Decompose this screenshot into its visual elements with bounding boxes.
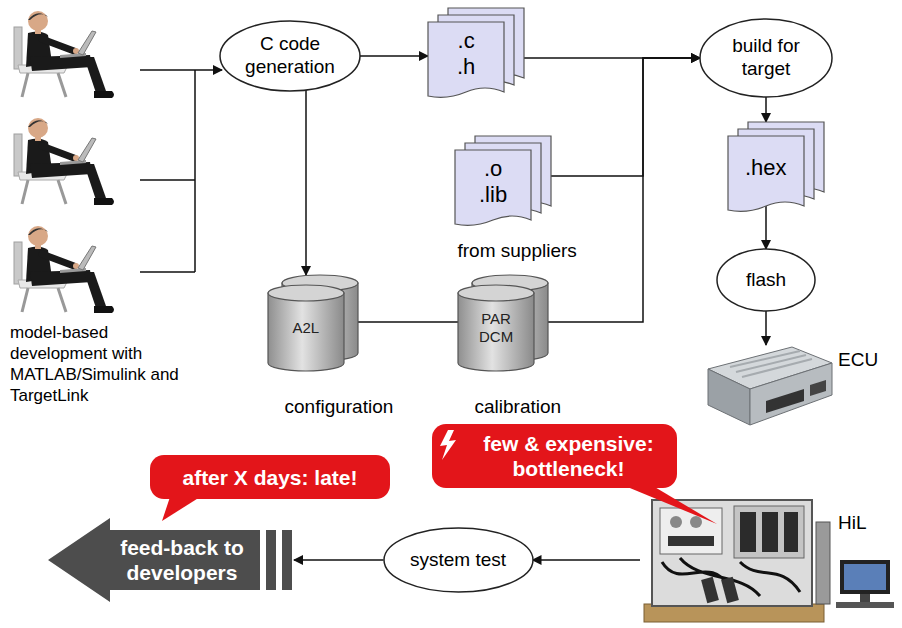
- process-ellipse: system test: [383, 527, 534, 593]
- callout-text: few & expensive: bottleneck!: [466, 431, 671, 481]
- file-stack: .c .h: [428, 8, 524, 100]
- drawing-part: [784, 512, 798, 552]
- drawing-part: [660, 508, 722, 554]
- store-caption: from suppliers: [458, 240, 577, 263]
- node-text: .c .h: [457, 28, 475, 81]
- drawing-part: [670, 516, 682, 528]
- drawing-part: [432, 424, 677, 488]
- developer-figure: [14, 226, 114, 313]
- ecu-unit: ECU: [700, 345, 882, 431]
- feedback-arrow-outline: [48, 518, 294, 602]
- node-text: flash: [721, 269, 811, 292]
- database-cylinder: A2Lconfiguration: [268, 275, 358, 371]
- input-wire: [140, 70, 195, 272]
- drawing-part: [48, 518, 260, 602]
- drawing-part: [268, 293, 344, 371]
- drawing-part: [766, 389, 804, 413]
- node-text: PAR DCM: [479, 310, 513, 346]
- drawing-part: [734, 506, 804, 558]
- drawing-part: [840, 560, 890, 594]
- drawing-part: [740, 512, 756, 552]
- node-text: A2L: [293, 319, 320, 337]
- store-caption: configuration: [285, 396, 394, 419]
- drawing-part: [721, 577, 739, 603]
- file-stack: .hex: [728, 122, 824, 214]
- drawing-part: [162, 497, 200, 521]
- drawing-part: [717, 249, 815, 311]
- flow-connector: [360, 55, 428, 57]
- drawing-part: [268, 285, 344, 301]
- file-stack: .o .libfrom suppliers: [455, 136, 551, 228]
- process-ellipse: build for target: [699, 18, 833, 98]
- hil-rig-outline: [640, 492, 898, 624]
- developer-figure: [14, 11, 114, 98]
- node-text: .hex: [745, 155, 787, 181]
- flow-connector: [358, 321, 458, 323]
- drawing-part: [762, 512, 778, 552]
- callout-bubble: few & expensive: bottleneck!: [432, 424, 677, 488]
- flow-connector: [305, 90, 307, 275]
- flow-connector: [765, 97, 767, 122]
- drawing-part: [836, 602, 894, 608]
- drawing-part: [816, 522, 830, 604]
- callout-text: after X days: late!: [155, 465, 385, 490]
- drawing-part: [844, 564, 886, 590]
- drawing-part: [810, 380, 826, 396]
- callout-bubble: after X days: late!: [150, 455, 390, 499]
- drawing-part: [384, 528, 533, 592]
- drawing-part: [440, 430, 456, 460]
- drawing-part: [282, 530, 292, 590]
- database-cylinder: PAR DCMcalibration: [458, 275, 548, 371]
- drawing-part: [701, 577, 719, 603]
- drawing-part: [428, 22, 504, 97]
- drawing-part: [652, 500, 812, 606]
- drawing-part: [700, 19, 832, 97]
- flow-connector: [765, 311, 767, 345]
- drawing-part: [728, 136, 804, 211]
- developer-figure: [14, 118, 114, 205]
- process-ellipse: C code generation: [219, 20, 361, 92]
- hil-rig: HiL: [640, 492, 898, 624]
- flow-connector: [765, 206, 767, 249]
- drawing-part: [860, 594, 870, 602]
- drawing-part: [266, 530, 276, 590]
- node-text: .o .lib: [479, 156, 507, 209]
- process-ellipse: flash: [716, 248, 816, 312]
- node-text: system test: [393, 549, 523, 572]
- input-wire: [140, 69, 222, 71]
- feedback-arrow: feed-back to developers: [48, 518, 294, 602]
- drawing-part: [458, 285, 534, 301]
- node-text: build for target: [721, 35, 811, 81]
- caption-label: model-based development with MATLAB/Simu…: [10, 322, 180, 406]
- flow-connector: [551, 58, 700, 176]
- device-label: HiL: [838, 512, 867, 535]
- file-stack-outline: [428, 8, 524, 100]
- drawing-part: [455, 150, 531, 225]
- flow-connector: [548, 58, 700, 322]
- flow-connector: [294, 559, 384, 561]
- device-label: ECU: [838, 349, 878, 372]
- flow-connector: [533, 559, 641, 561]
- drawing-part: [150, 455, 390, 499]
- drawing-part: [730, 351, 812, 377]
- drawing-part: [220, 21, 360, 91]
- drawing-part: [690, 516, 702, 528]
- node-text: C code generation: [240, 33, 340, 79]
- arrow-text: feed-back to developers: [107, 535, 257, 585]
- drawing-part: [458, 293, 534, 371]
- drawing-part: [668, 536, 714, 546]
- store-caption: calibration: [475, 396, 562, 419]
